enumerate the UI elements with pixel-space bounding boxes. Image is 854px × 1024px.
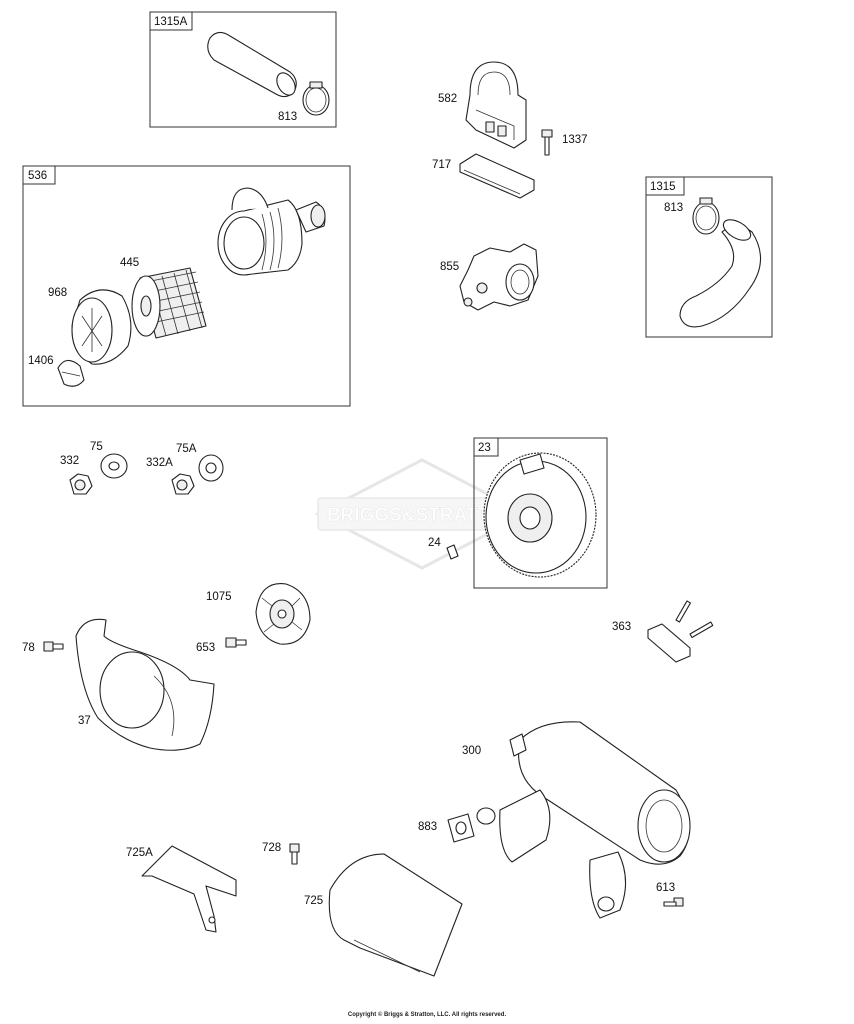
cover-968-drawing xyxy=(71,289,132,365)
hose-1315A-drawing xyxy=(207,31,330,116)
part-label-725A: 725A xyxy=(126,847,153,859)
kit-box-label-frame-1315A xyxy=(149,11,193,31)
plate-717-drawing xyxy=(459,153,535,199)
part-label-1337: 1337 xyxy=(562,134,588,146)
bolt-653-drawing xyxy=(225,637,247,648)
kit-box-label-1315A: 1315A xyxy=(154,16,188,28)
part-label-855: 855 xyxy=(440,261,459,273)
part-label-75: 75 xyxy=(90,441,103,453)
bolt-1337-drawing xyxy=(541,129,553,156)
kit-box-label-23: 23 xyxy=(478,442,491,454)
part-label-1406: 1406 xyxy=(28,355,54,367)
part-label-78: 78 xyxy=(22,642,35,654)
part-labels: 813 582 1337 717 813 445 968 1406 855 33… xyxy=(22,93,683,907)
muffler-300-drawing xyxy=(476,721,691,919)
part-label-883: 883 xyxy=(418,821,437,833)
part-label-445: 445 xyxy=(120,257,139,269)
filter-445-drawing xyxy=(131,267,207,339)
part-label-728: 728 xyxy=(262,842,281,854)
part-label-332: 332 xyxy=(60,455,79,467)
nut-332A-drawing xyxy=(171,473,195,495)
part-label-968: 968 xyxy=(48,287,67,299)
part-label-813a: 813 xyxy=(278,111,297,123)
kit-box-label-1315: 1315 xyxy=(650,181,676,193)
part-label-24: 24 xyxy=(428,537,441,549)
kit-box-1315 xyxy=(645,176,773,338)
washer-75-drawing xyxy=(100,453,128,479)
bracket-582-drawing xyxy=(465,61,527,149)
bolt-78-drawing xyxy=(43,641,64,652)
part-label-300: 300 xyxy=(462,745,481,757)
bracket-725A-drawing xyxy=(141,845,237,933)
part-label-582: 582 xyxy=(438,93,457,105)
part-label-613: 613 xyxy=(656,882,675,894)
part-label-653: 653 xyxy=(196,642,215,654)
heat-shield-725-drawing xyxy=(328,853,463,977)
key-24-drawing xyxy=(446,544,459,560)
kit-box-label-frame-536 xyxy=(22,165,56,185)
washer-75A-drawing xyxy=(198,454,224,482)
nut-332-drawing xyxy=(69,473,93,495)
copyright-notice: Copyright © Briggs & Stratton, LLC. All … xyxy=(347,1012,507,1018)
watermark-text: BRIGGS&STRATTON xyxy=(327,505,517,526)
hose-1315-drawing xyxy=(679,197,762,328)
kit-box-label-536: 536 xyxy=(28,170,47,182)
part-label-75A: 75A xyxy=(176,443,197,455)
part-label-363: 363 xyxy=(612,621,631,633)
kit-box-label-frame-1315 xyxy=(645,176,685,196)
bracket-363-drawing xyxy=(647,600,714,663)
hub-1075-drawing xyxy=(255,583,311,645)
part-label-37: 37 xyxy=(78,715,91,727)
air-cleaner-body-drawing xyxy=(217,187,326,276)
kit-box-536 xyxy=(22,165,351,407)
flywheel-23-drawing xyxy=(483,452,597,578)
shroud-37-drawing xyxy=(75,618,215,751)
part-label-1075: 1075 xyxy=(206,591,232,603)
part-label-717: 717 xyxy=(432,159,451,171)
part-label-332A: 332A xyxy=(146,457,173,469)
housing-855-drawing xyxy=(459,243,539,311)
kit-box-label-frame-23 xyxy=(473,437,499,457)
kit-box-23 xyxy=(473,437,608,589)
part-label-725: 725 xyxy=(304,895,323,907)
bolt-613-drawing xyxy=(663,897,684,907)
kit-box-1315A xyxy=(149,11,337,128)
gasket-883-drawing xyxy=(447,813,475,843)
bolt-728-drawing xyxy=(289,843,300,865)
part-label-813b: 813 xyxy=(664,202,683,214)
valve-1406-drawing xyxy=(57,359,85,387)
